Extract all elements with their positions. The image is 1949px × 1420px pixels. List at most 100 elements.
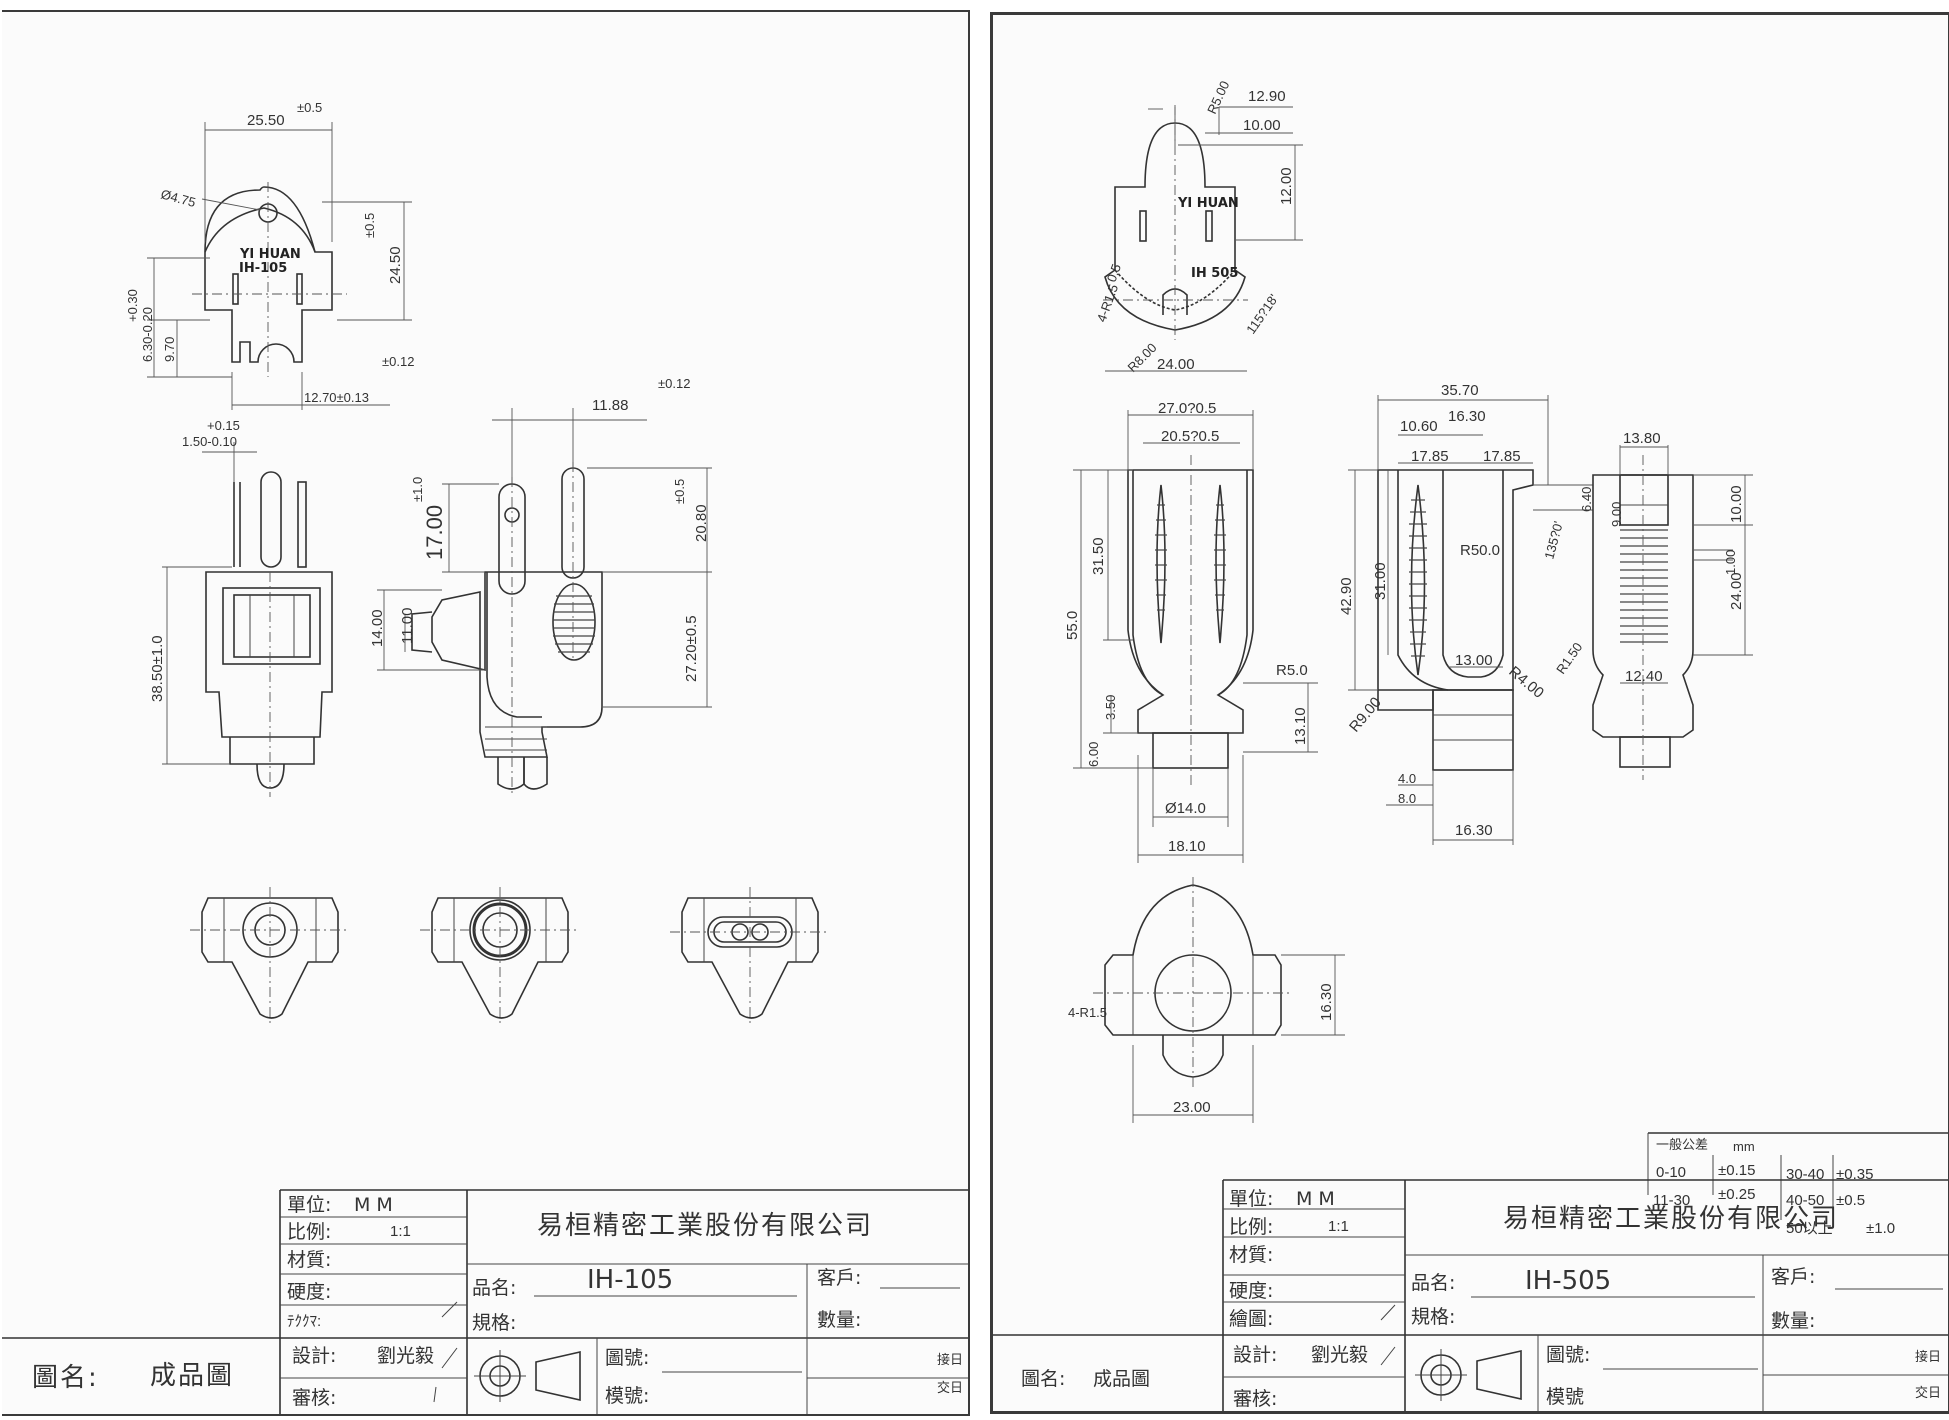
model-mark-505: IH 505 [1191,266,1238,281]
dim-grip-inner: 11.00 [399,608,416,644]
dim-e29: R50.0 [1460,542,1500,559]
scale-label-505: 比例: [1229,1216,1273,1238]
drawing-no-label-505: 圖號: [1546,1344,1590,1366]
dim-e45: 23.00 [1173,1099,1211,1116]
dim-e41: R1.50 [1553,640,1585,677]
dim-e23: 17.85 [1411,448,1449,465]
kana-label: ﾃｸｸﾏ: [287,1313,321,1330]
dim-e32: R4.00 [1505,663,1547,702]
review-label: 審核: [292,1387,336,1409]
dim-e11: 20.5?0.5 [1161,428,1219,445]
drawing-sheet-ih105: YI HUAN IH-105 25.50 ±0.5 Ø4.75 24.50 ±0… [2,10,970,1416]
dim-e37: 13.80 [1623,430,1661,447]
dim-e15: 6.00 [1086,742,1101,767]
hardness-label-505: 硬度: [1229,1280,1273,1302]
review-label-505: 審核: [1233,1388,1277,1410]
dim-e21: 10.60 [1400,418,1438,435]
designer-name: 劉光毅 [377,1345,434,1367]
dim-tol-a: ±0.12 [382,354,414,369]
end-views [190,887,830,1024]
dim-e34: 4.0 [1398,771,1416,786]
dim-e8: R8.00 [1125,340,1160,375]
scale-value: 1:1 [390,1223,411,1240]
quantity-label-505: 數量: [1771,1310,1815,1332]
designer-name-505: 劉光毅 [1311,1344,1368,1366]
dim-e14: 3.50 [1103,695,1118,720]
dim-e38: 10.00 [1728,485,1745,523]
receive-date-label: 接日 [937,1352,963,1367]
dim-pin-tol: ±0.5 [672,479,687,504]
dim-blade-len: 17.00 [422,505,447,560]
drawing-title-505: 成品圖 [1093,1368,1150,1390]
drawing-title: 成品圖 [150,1361,234,1391]
projection-symbol-cone-505 [1476,1349,1522,1401]
brand-mark: YI HUAN [239,247,301,262]
design-label-505: 設計: [1233,1344,1277,1366]
drawing-title-label: 圖名: [32,1363,99,1393]
tolerance-table: 一般公差 mm 0-10 ±0.15 30-40 ±0.35 11-30 ±0.… [1647,1132,1948,1237]
dim-e22: 16.30 [1448,408,1486,425]
side-elevation-505: 13.80 10.00 1.00 24.00 R1.50 12.40 [1553,430,1753,780]
dim-e33: R9.00 [1346,694,1385,736]
part-name-label: 品名: [472,1277,516,1299]
tol-r3a: 50以上 [1786,1220,1833,1237]
unit-value-505: M M [1296,1188,1335,1210]
dim-blade: 1.50-0.10 [182,434,237,449]
design-label: 設計: [292,1345,336,1367]
tol-r2b: ±0.25 [1718,1186,1755,1203]
dim-tol-c: +0.15 [207,418,240,433]
material-label: 材質: [287,1249,331,1271]
dim-e13: 55.0 [1064,611,1081,640]
dim-height-tol: ±0.5 [362,213,377,238]
dim-slot: 9.70 [162,337,177,362]
quantity-label: 數量: [817,1309,861,1331]
face-dimensions: 25.50 ±0.5 Ø4.75 24.50 ±0.5 +0.30 6.30-0… [125,100,690,410]
spec-label-505: 規格: [1411,1306,1455,1328]
dim-tol: ±0.5 [297,100,322,115]
dim-pin-len: 6.30-0.20 [140,307,155,362]
dim-e25: 6.40 [1579,487,1594,512]
dim-e9: 24.00 [1157,356,1195,373]
dim-e16: R5.0 [1276,662,1308,679]
dim-e2: 12.90 [1248,88,1286,105]
tol-r1d: ±0.35 [1836,1166,1873,1183]
brand-mark-505: YI HUAN [1177,196,1239,211]
hardness-label: 硬度: [287,1281,331,1303]
dim-e3: 10.00 [1243,117,1281,134]
tolerance-header: 一般公差 [1656,1137,1708,1152]
company-name-505: 易桓精密工業股份有限公司 [1503,1204,1839,1234]
dim-pin-h: 20.80 [693,504,710,542]
face-view-505: YI HUAN IH 505 R5.00 12.90 10.00 12.00 0… [1094,78,1303,375]
dim-overall: 38.50±1.0 [149,635,166,702]
title-block-left: 單位: M M 比例: 1:1 材質: 硬度: ﾃｸｸﾏ: 設計: 劉光毅 審核… [2,1189,968,1414]
tol-r2c: 40-50 [1786,1192,1824,1209]
tol-r3b: ±1.0 [1866,1220,1895,1237]
part-name-label-505: 品名: [1411,1272,1455,1294]
dim-tol-plus: +0.30 [125,289,140,322]
dim-e1: R5.00 [1204,78,1232,116]
dim-pin-spacing: 12.70±0.13 [304,390,369,405]
company-name: 易桓精密工業股份有限公司 [537,1211,873,1241]
dim-e28: 31.00 [1372,562,1389,600]
spec-label: 規格: [472,1312,516,1334]
dim-e27: 42.90 [1338,577,1355,615]
dim-height: 24.50 [387,246,404,284]
dim-e4: 12.00 [1278,167,1295,205]
dim-e17: 13.10 [1292,707,1309,745]
tol-r2d: ±0.5 [1836,1192,1865,1209]
tolerance-unit: mm [1733,1139,1755,1154]
dim-e18: Ø14.0 [1165,800,1206,817]
dim-hole: Ø4.75 [159,186,197,210]
dim-e12: 31.50 [1090,537,1107,575]
draw-label-505: 繪圖: [1229,1308,1273,1330]
dim-e40: 24.00 [1728,572,1745,610]
dim-offset: 11.88 [592,397,628,414]
dim-e36: 16.30 [1455,822,1493,839]
drawing-no-label: 圖號: [605,1347,649,1369]
dim-e20: 35.70 [1441,382,1479,399]
tol-r1c: 30-40 [1786,1166,1824,1183]
dim-tol-b: ±0.12 [658,376,690,391]
tol-r1b: ±0.15 [1718,1162,1755,1179]
dim-grip: 14.00 [369,609,386,647]
part-name: IH-105 [587,1265,673,1295]
